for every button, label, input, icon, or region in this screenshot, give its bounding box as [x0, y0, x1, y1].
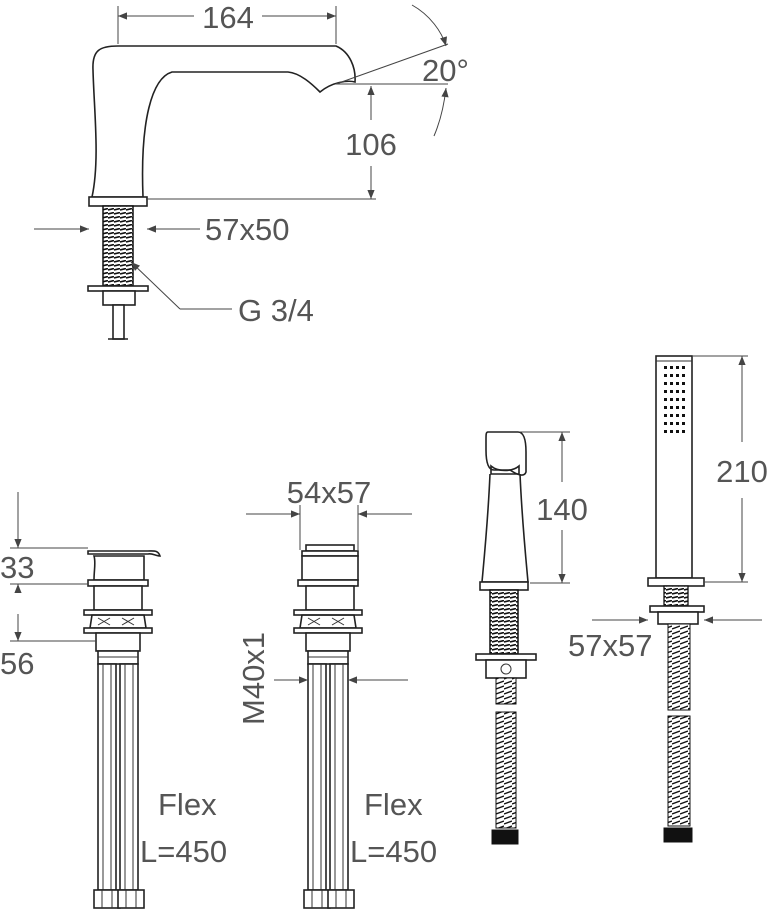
middle-valve-drawing [293, 544, 363, 909]
dimension-57x57: 57x57 [568, 616, 762, 663]
right-flex-length: L=450 [350, 834, 437, 869]
left-flex-label: Flex [158, 787, 217, 822]
shower-nozzles [664, 366, 685, 433]
valve-height-top-dim: 33 [0, 550, 34, 585]
right-flex-label: Flex [364, 787, 423, 822]
diverter-drawing [475, 431, 537, 845]
spout-height-dim: 106 [345, 127, 397, 162]
left-flex-length: L=450 [140, 834, 227, 869]
dimension-164: 164 [117, 0, 337, 44]
spout-drawing [87, 45, 356, 340]
dimension-106: 106 [146, 86, 397, 200]
valve-cap-dim: 54x57 [287, 475, 371, 510]
valve-thread-dim: M40x1 [236, 632, 271, 725]
spout-thread-dim: G 3/4 [238, 293, 314, 328]
dimension-m40x1: M40x1 [236, 632, 408, 725]
spout-angle-dim: 20° [422, 53, 469, 88]
hand-shower-base-dim: 57x57 [568, 628, 652, 663]
dimension-140: 140 [520, 431, 588, 584]
dimension-54x57: 54x57 [246, 475, 412, 550]
dimension-57x50: 57x50 [34, 212, 289, 247]
diverter-height-dim: 140 [536, 492, 588, 527]
spout-width-dim: 164 [202, 0, 254, 35]
valve-height-bottom-dim: 56 [0, 646, 34, 681]
dimension-210: 210 [692, 355, 768, 583]
dimension-angle: 20° [335, 4, 469, 137]
hand-shower-drawing [647, 355, 705, 843]
dimension-thread: G 3/4 [130, 261, 314, 328]
spout-base-dim: 57x50 [205, 212, 289, 247]
hand-shower-height-dim: 210 [716, 454, 768, 489]
left-valve-drawing [83, 550, 162, 909]
dimension-33-56: 33 56 [0, 492, 96, 681]
